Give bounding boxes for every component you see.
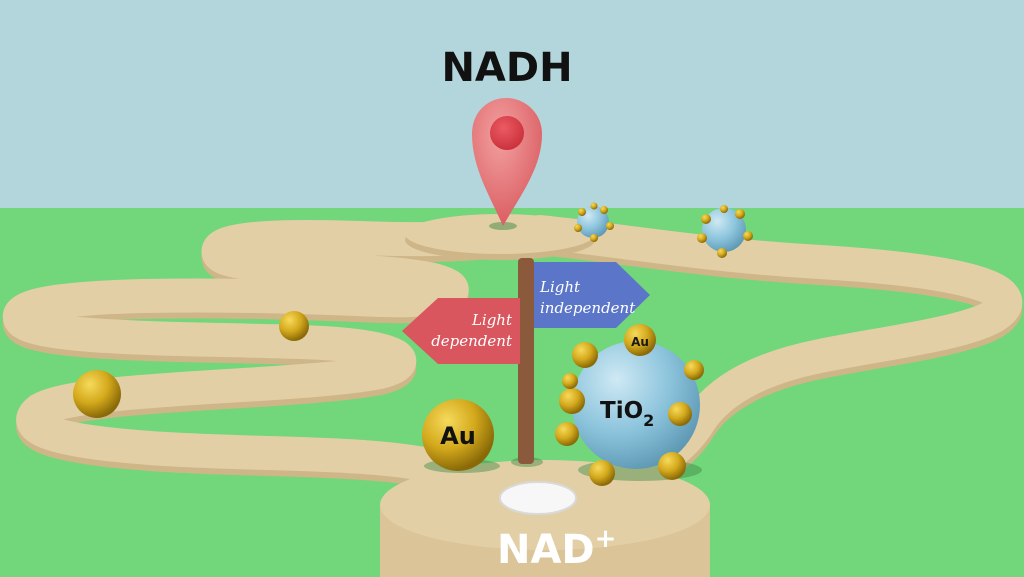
location-pin-icon [472,98,542,230]
start-platform [380,460,710,577]
au-sphere [422,399,500,473]
sign-left-line2: dependent [431,332,513,350]
tio2-main: TiO [600,398,643,424]
small-tio2-cluster-1 [574,202,614,242]
small-tio2-cluster-2 [697,205,753,258]
sign-left-arrow [402,298,520,364]
start-marker [499,481,577,515]
small-au-label: Au [631,335,649,349]
signpost [402,258,650,467]
sign-right-arrow [534,262,650,328]
tio2-label: TiO2 [600,398,654,430]
nad-plus-label: NAD+ [497,524,616,573]
winding-path [3,214,1023,503]
nadh-label: NADH [441,45,572,91]
tio2-sphere [555,324,704,486]
nad-superscript: + [595,524,617,554]
sign-right-line1: Light [539,278,581,296]
sign-right-line2: independent [540,299,636,317]
tio2-subscript: 2 [643,411,654,430]
au-label: Au [440,422,476,450]
sign-left-line1: Light [471,311,513,329]
nad-main: NAD [497,527,595,573]
sign-post [518,258,534,464]
gold-particles [73,311,309,418]
